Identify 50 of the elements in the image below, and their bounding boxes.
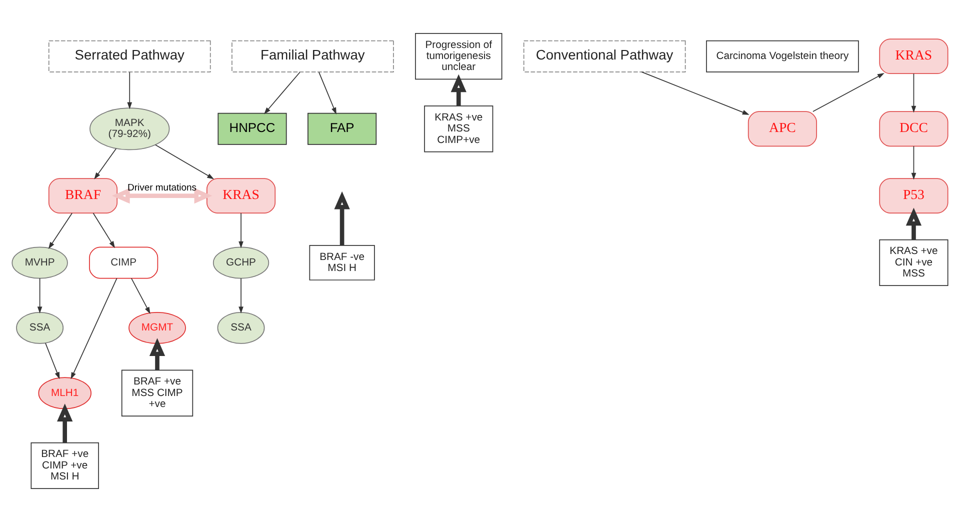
arrow <box>70 277 118 379</box>
node-box: Carcinoma Vogelstein theory <box>706 40 859 72</box>
arrow <box>45 342 60 379</box>
node-box: Serrated Pathway <box>48 40 211 72</box>
arrow <box>318 71 336 114</box>
arrow <box>812 72 884 112</box>
arrow <box>238 212 244 248</box>
node-box: KRAS <box>206 178 276 213</box>
arrow <box>238 277 244 313</box>
arrow <box>94 148 117 179</box>
arrow <box>37 277 42 313</box>
node-box: BRAF +ve MSS CIMP +ve <box>121 369 194 416</box>
node-box: BRAF <box>48 178 118 213</box>
arrow <box>906 207 922 240</box>
arrow <box>155 144 214 179</box>
arrow <box>641 71 750 114</box>
node-box: APC <box>748 110 817 146</box>
arrow <box>264 71 300 114</box>
node-ellipse: MGMT <box>128 311 186 344</box>
node-box: KRAS +ve CIN +ve MSS <box>879 238 948 286</box>
arrow <box>911 72 916 112</box>
node-box: Familial Pathway <box>232 40 394 72</box>
node-box: HNPCC <box>218 112 287 144</box>
arrow <box>130 277 150 314</box>
arrow <box>48 212 73 248</box>
node-ellipse: MAPK (79-92%) <box>90 107 170 150</box>
node-box: Conventional Pathway <box>523 40 686 72</box>
node-box: CIMP <box>89 246 158 278</box>
node-box: BRAF +ve CIMP +ve MSI H <box>30 442 99 488</box>
arrow <box>450 74 466 106</box>
node-ellipse: GCHP <box>212 246 270 278</box>
node-ellipse: SSA <box>16 311 64 344</box>
node-ellipse: MVHP <box>12 246 68 278</box>
node-box: P53 <box>879 178 948 213</box>
arrow <box>57 403 73 442</box>
node-ellipse: SSA <box>217 311 265 344</box>
node-box: KRAS <box>879 38 948 74</box>
arrow <box>149 338 166 370</box>
node-box: KRAS +ve MSS CIMP+ve <box>424 105 494 152</box>
node-box: DCC <box>879 110 948 146</box>
node-box: FAP <box>308 112 377 144</box>
node-box: BRAF -ve MSI H <box>309 244 375 280</box>
arrow <box>127 71 132 109</box>
node-ellipse: MLH1 <box>38 376 92 409</box>
arrow <box>334 190 350 245</box>
edge-label: Driver mutations <box>127 182 197 193</box>
arrow <box>911 145 916 180</box>
node-box: Progression of tumorigenesis unclear <box>415 32 502 80</box>
arrow <box>92 212 115 248</box>
arrow <box>112 187 212 204</box>
